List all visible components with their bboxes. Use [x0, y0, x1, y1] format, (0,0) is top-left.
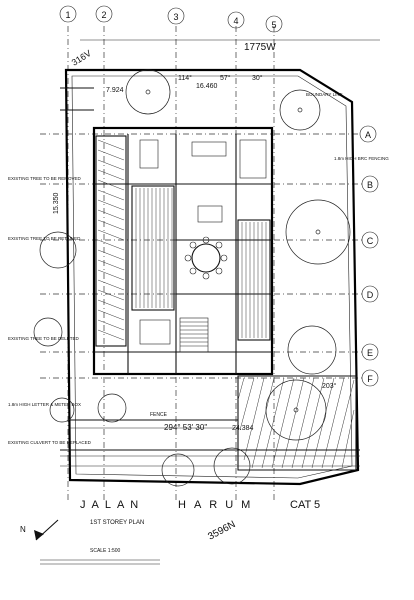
dimension-bottom-bearing: 294° 53' 30" — [164, 423, 207, 432]
dimension-bottom-length: 24.384 — [232, 425, 254, 432]
row-grid: A B C D E F — [40, 125, 379, 387]
tree-symbol — [39, 231, 77, 269]
tree-symbol — [285, 199, 351, 265]
dimension-angle-1: 114° — [178, 74, 192, 82]
grid-column-5: 5 — [265, 15, 283, 500]
tree-symbol — [213, 447, 251, 485]
street-name-right: HARUM — [178, 499, 258, 511]
dimension-side-length: 15.350 — [53, 192, 60, 214]
grid-column-2: 2 — [95, 5, 113, 500]
trees — [33, 69, 351, 487]
dimension-angle-right: 203° — [322, 382, 337, 390]
furniture — [139, 139, 267, 353]
dimension-top-span: 1775W — [244, 42, 276, 53]
grid-label: E — [367, 348, 373, 358]
street-name-left: JALAN — [80, 499, 144, 511]
grid-label: B — [367, 180, 373, 190]
note-tree-retained: EXISTING TREE TO BE RETAINED — [8, 236, 81, 241]
tree-symbol — [315, 229, 321, 235]
tree-symbol — [145, 89, 151, 95]
plan-name: 1ST STOREY PLAN — [90, 520, 144, 526]
tree-symbol — [125, 69, 171, 115]
tree-symbol — [49, 397, 75, 423]
grid-label: 1 — [65, 10, 70, 20]
grid-label: 4 — [233, 16, 238, 26]
tree-symbol — [265, 379, 327, 441]
grid-row-f: F — [40, 369, 379, 387]
tree-symbol — [279, 89, 321, 131]
grid-label: 3 — [173, 12, 178, 22]
note-tree-deleted: EXISTING TREE TO BE DELETED — [8, 336, 80, 341]
notes-left: EXISTING TREE TO BE REMOVED EXISTING TRE… — [8, 92, 389, 445]
north-arrow: N — [20, 519, 59, 541]
dimension-angle-3: 30° — [252, 74, 263, 82]
deck-hatch — [131, 185, 175, 311]
grid-label: 2 — [101, 10, 106, 20]
dimension-length-2: 16.460 — [196, 83, 218, 90]
tree-symbol — [297, 107, 303, 113]
building-footprint — [92, 126, 274, 376]
tree-symbol — [97, 393, 127, 423]
note-fence: FENCE — [150, 412, 168, 418]
grid-label: A — [365, 130, 371, 140]
dimension-side-bearing: 3596N — [206, 519, 237, 543]
dining-table — [184, 236, 228, 280]
pool-hatch — [95, 135, 127, 347]
grid-label: C — [367, 236, 374, 246]
note-letter-box: 1.8m HIGH LETTER & METER BOX — [8, 402, 81, 407]
note-boundary: BOUNDARY LINE — [306, 92, 343, 97]
scale-label: SCALE 1:500 — [90, 548, 121, 554]
grid-label: D — [367, 290, 374, 300]
tree-symbol — [287, 325, 337, 375]
category-label: CAT 5 — [290, 499, 320, 511]
driveway — [237, 375, 357, 471]
note-fencing: 1.8m HIGH BRC FENCING — [334, 156, 389, 161]
grid-label: F — [367, 374, 373, 384]
note-culvert: EXISTING CULVERT TO BE REPLACED — [8, 440, 92, 445]
title-block: JALAN HARUM CAT 5 1ST STOREY PLAN SCALE … — [40, 499, 320, 565]
note-tree-removed: EXISTING TREE TO BE REMOVED — [8, 176, 82, 181]
tree-symbol — [33, 317, 63, 347]
front-fence — [60, 419, 360, 467]
tree-symbol — [293, 407, 299, 413]
dimension-angle-2: 57° — [220, 74, 231, 82]
grid-label: 5 — [271, 20, 276, 30]
tree-symbol — [161, 453, 195, 487]
dimension-top-bearing: 316V — [70, 48, 93, 68]
terrace-hatch — [237, 219, 271, 341]
dimension-length-1: 7.924 — [106, 87, 124, 94]
svg-text:N: N — [20, 525, 26, 534]
